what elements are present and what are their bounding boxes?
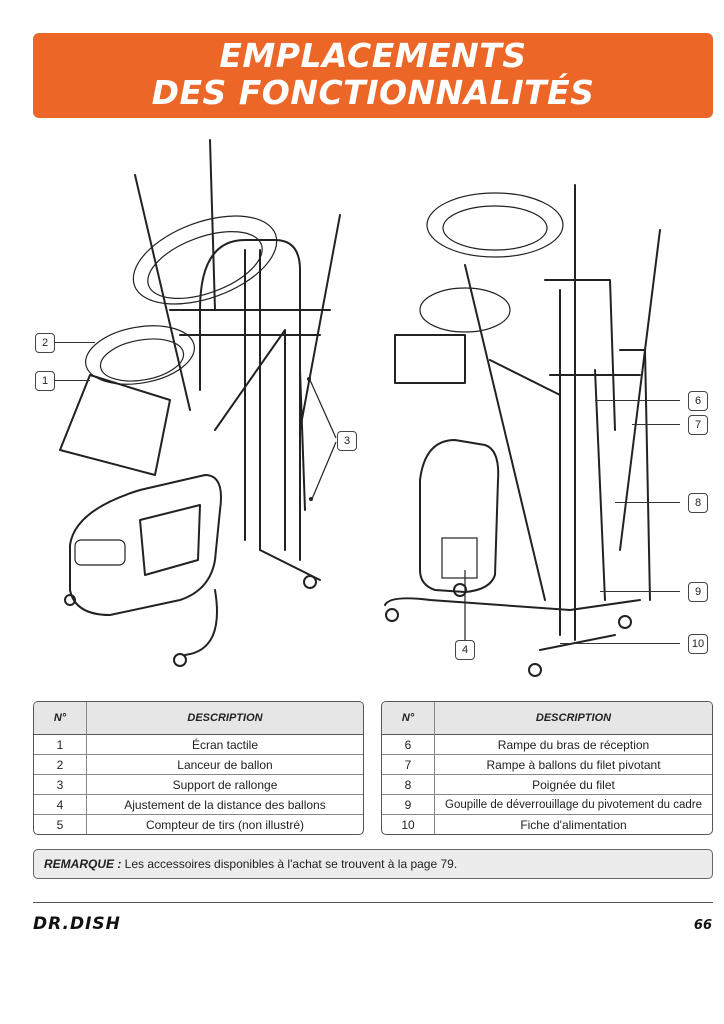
page-title-line1: EMPLACEMENTS: [219, 36, 527, 75]
row-description: Rampe du bras de réception: [497, 737, 650, 752]
callout-7: 7: [688, 415, 708, 435]
row-number: 6: [382, 735, 435, 754]
row-description: Écran tactile: [191, 737, 259, 752]
leader-dot: [309, 497, 313, 501]
page-number: 66: [693, 918, 712, 933]
row-description: Compteur de tirs (non illustré): [87, 814, 363, 834]
callout-10: 10: [688, 634, 708, 654]
remark-label: REMARQUE :: [44, 857, 122, 871]
row-number: 3: [34, 774, 87, 794]
table-row: 10 Fiche d'alimentation: [382, 814, 712, 834]
machine-front-illustration: [59, 139, 341, 667]
row-description: Fiche d'alimentation: [435, 814, 712, 834]
title-banner: EMPLACEMENTS DES FONCTIONNALITÉS: [33, 33, 713, 118]
table-row: 6 Rampe du bras de réception: [382, 735, 712, 754]
machine-rear-view: 6 7 8 9 4 10: [370, 130, 720, 680]
table-row: 1 Écran tactile: [34, 735, 363, 754]
table-row: 8 Poignée du filet: [382, 774, 712, 794]
row-number: 8: [382, 774, 435, 794]
machine-front-view: 2 1 3: [30, 130, 370, 680]
table-row: 2 Lanceur de ballon: [34, 754, 363, 774]
col-header-description: DESCRIPTION: [87, 702, 363, 735]
row-number: 5: [34, 814, 87, 834]
table-row: 4 Ajustement de la distance des ballons: [34, 794, 363, 814]
feature-table-right: N° DESCRIPTION 6 Rampe du bras de récept…: [381, 701, 713, 835]
row-description: Rampe à ballons du filet pivotant: [435, 754, 712, 774]
remark-text: Les accessoires disponibles à l'achat se…: [121, 857, 458, 871]
col-header-number: N°: [34, 702, 87, 735]
row-description: Goupille de déverrouillage du pivotement…: [435, 794, 712, 814]
leader-line: [615, 502, 680, 503]
page-title-line2: DES FONCTIONNALITÉS: [151, 73, 595, 112]
row-number: 1: [34, 735, 87, 754]
col-header-number: N°: [382, 702, 435, 735]
row-description: Ajustement de la distance des ballons: [87, 794, 363, 814]
machine-rear-illustration: [384, 184, 661, 677]
callout-6: 6: [688, 391, 708, 411]
callout-1: 1: [35, 371, 55, 391]
row-description: Support de rallonge: [87, 774, 363, 794]
callout-9: 9: [688, 582, 708, 602]
row-number: 4: [34, 794, 87, 814]
callout-3-leaders: [309, 379, 337, 500]
col-header-description: DESCRIPTION: [435, 702, 712, 735]
leader-line: [632, 424, 680, 425]
table-row: 9 Goupille de déverrouillage du pivoteme…: [382, 794, 712, 814]
leader-line: [55, 380, 90, 381]
row-number: 2: [34, 754, 87, 774]
leader-line: [600, 591, 680, 592]
callout-4: 4: [455, 640, 475, 660]
table-row: 3 Support de rallonge: [34, 774, 363, 794]
brand-logo: DR.DISH: [33, 914, 121, 934]
leader-dot: [307, 377, 311, 381]
row-number: 7: [382, 754, 435, 774]
leader-line: [560, 643, 680, 644]
row-number: 10: [382, 814, 435, 834]
table-row: 7 Rampe à ballons du filet pivotant: [382, 754, 712, 774]
row-description: Lanceur de ballon: [87, 754, 363, 774]
feature-table-left: N° DESCRIPTION 1 Écran tactile 2 Lanceur…: [33, 701, 364, 835]
callout-2: 2: [35, 333, 55, 353]
leader-line: [55, 342, 95, 343]
row-description: Poignée du filet: [435, 774, 712, 794]
footer-divider: [33, 902, 713, 903]
row-number: 9: [382, 794, 435, 814]
table-row: 5 Compteur de tirs (non illustré): [34, 814, 363, 834]
callout-3: 3: [337, 431, 357, 451]
remark-box: REMARQUE : Les accessoires disponibles à…: [33, 849, 713, 879]
callout-8: 8: [688, 493, 708, 513]
callout-4-leader: [464, 570, 466, 640]
leader-line: [595, 400, 680, 401]
